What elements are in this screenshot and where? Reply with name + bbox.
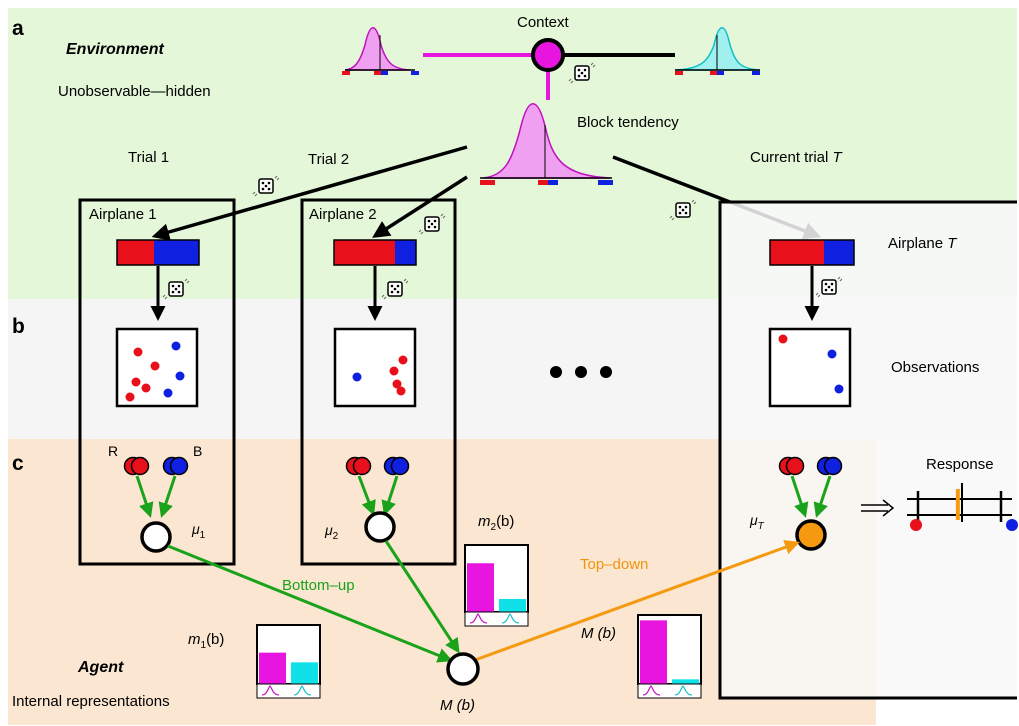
context-distribution-cyan (674, 27, 761, 75)
airplane-T-bar (769, 239, 855, 266)
bar-chart-m1 (256, 624, 321, 699)
neuron-pair-2 (345, 456, 410, 476)
message-m1-label: m1(b) (188, 631, 225, 651)
M-node (446, 652, 480, 686)
environment-title: Environment (66, 41, 164, 58)
trial-1-label: Trial 1 (128, 149, 170, 166)
trial-T-label: Current trial T (750, 149, 842, 166)
message-M-label: M (b) (581, 625, 616, 642)
airplane-2-label: Airplane 2 (309, 206, 377, 223)
dice-icon (252, 175, 280, 197)
bar-m2-cyan (499, 599, 526, 612)
bar-M-cyan (672, 679, 699, 684)
mu-node-T (795, 519, 827, 551)
response-arrow (861, 499, 895, 517)
agent-title: Agent (78, 659, 124, 676)
arrow-to-airplane-1 (151, 145, 468, 241)
mu-T-label: μT (750, 512, 764, 532)
top-down-label: Top–down (580, 556, 649, 573)
response-label: Response (926, 456, 994, 473)
arrow-to-airplane-2 (372, 175, 468, 238)
dice-icon (381, 278, 409, 300)
neuron-pair-1 (123, 456, 189, 476)
bottom-up-arrow-2 (384, 540, 460, 654)
blue-label: B (193, 443, 203, 459)
ellipsis-dots (550, 366, 612, 378)
block-tendency-distribution (480, 103, 613, 185)
dice-icon (162, 278, 190, 300)
red-label: R (108, 443, 119, 459)
top-down-arrow (474, 540, 800, 662)
airplane-2-bar (333, 239, 417, 266)
trial-2-label: Trial 2 (308, 151, 350, 168)
context-node (531, 38, 565, 72)
context-distribution-magenta (342, 27, 419, 75)
panel-label-b: b (12, 315, 25, 338)
bottom-up-arrow-1 (167, 544, 453, 663)
panel-label-c: c (12, 452, 24, 475)
mu-node-1 (140, 521, 172, 553)
dice-icon (418, 213, 446, 235)
bar-m2-magenta (467, 563, 494, 612)
airplane-1-bar (116, 239, 200, 266)
message-m2-label: m2(b) (478, 513, 515, 533)
block-tendency-label: Block tendency (577, 114, 679, 131)
mu-node-2 (364, 511, 396, 543)
observations-box-T (768, 327, 852, 408)
bar-chart-m2 (464, 544, 529, 627)
airplane-1-label: Airplane 1 (89, 206, 157, 223)
bar-m1-cyan (291, 662, 318, 684)
mu-1-label: μ1 (192, 521, 206, 541)
mu-2-label: μ2 (325, 522, 339, 542)
bar-M-magenta (640, 620, 667, 684)
context-label: Context (517, 14, 569, 31)
neuron-pair-T (778, 456, 843, 476)
dice-icon (568, 62, 596, 84)
environment-subtitle: Unobservable—hidden (58, 83, 211, 100)
observations-box-1 (115, 327, 199, 408)
observations-label: Observations (891, 359, 980, 376)
M-node-label: M (b) (440, 697, 475, 714)
trial-T-box (718, 200, 1017, 700)
bar-m1-magenta (259, 652, 286, 684)
trial-2-box (300, 198, 457, 566)
airplane-T-label: Airplane T (888, 235, 957, 252)
bottom-up-label: Bottom–up (282, 577, 355, 594)
dice-icon (669, 199, 697, 221)
panel-label-a: a (12, 17, 24, 40)
agent-subtitle: Internal representations (12, 693, 170, 710)
trial-1-box (78, 198, 236, 566)
observations-box-2 (333, 327, 417, 408)
bar-chart-M (637, 614, 702, 699)
